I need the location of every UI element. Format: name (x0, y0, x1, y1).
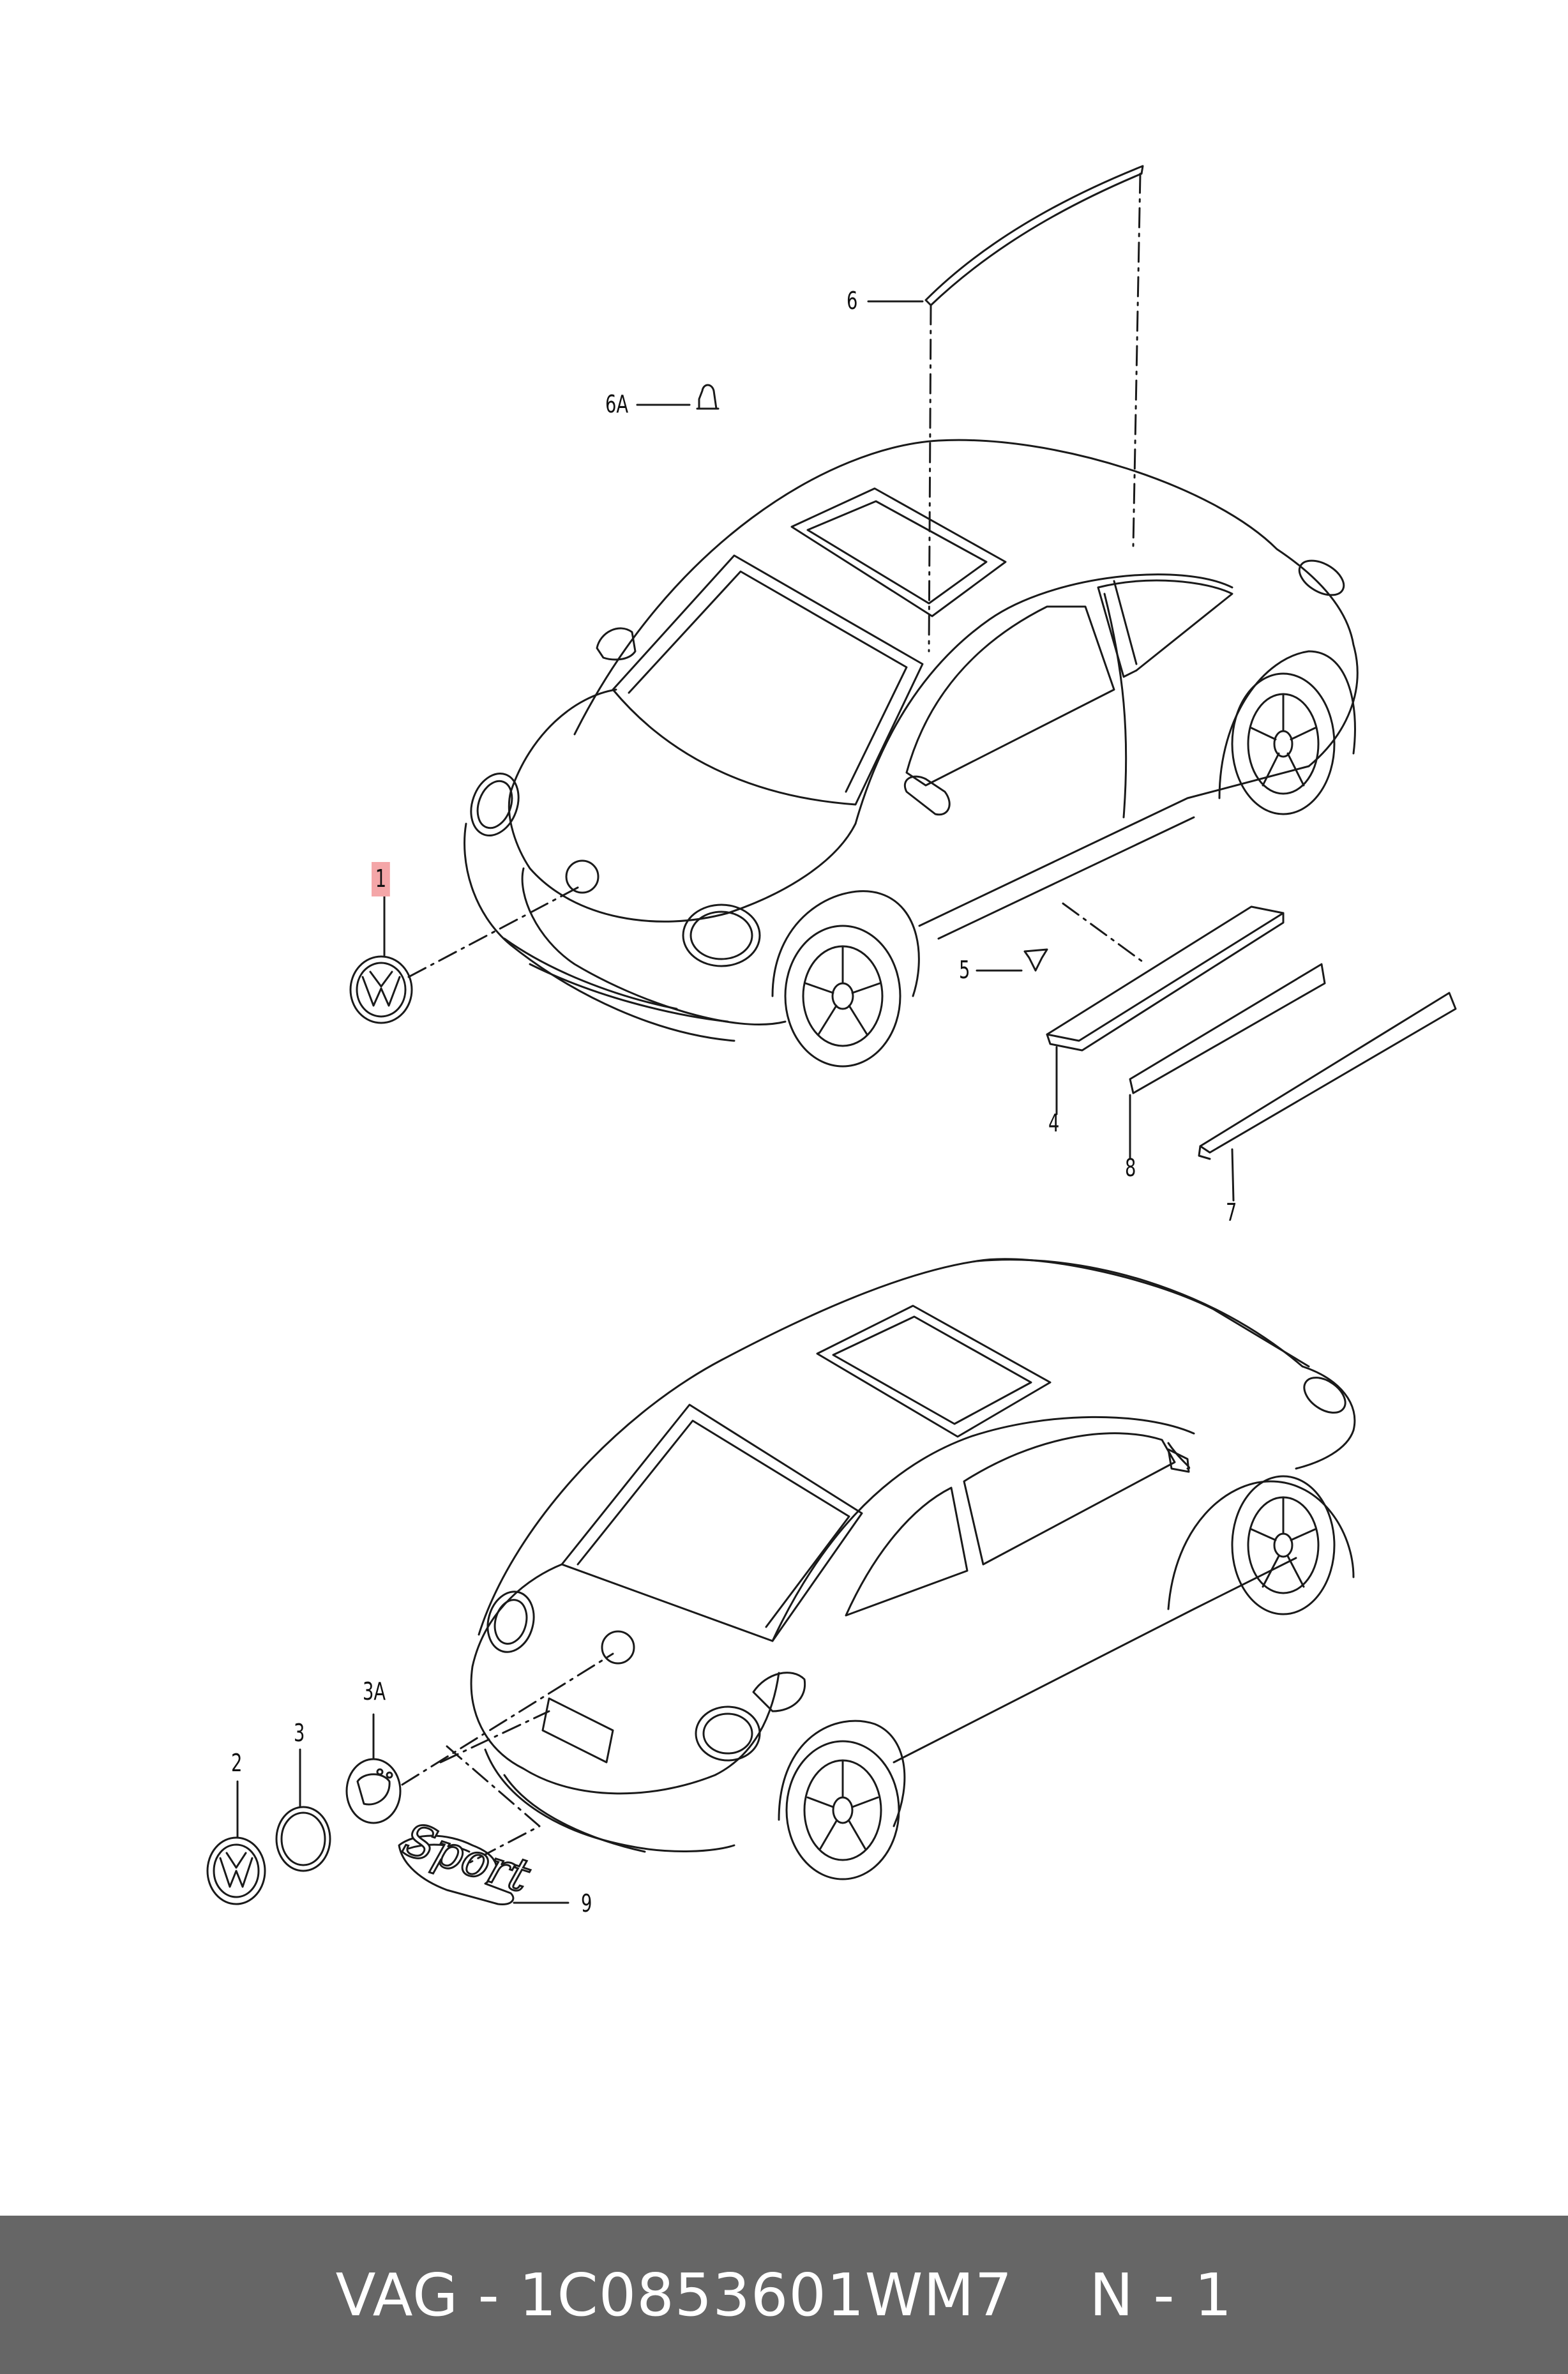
clip-6a (696, 384, 720, 410)
footer-bar: VAG - 1C0853601WM7 N - 1 (0, 2216, 1568, 2374)
side-sill-trim-8 (1129, 963, 1326, 1094)
sport-badge-lettering: Sport (397, 1812, 537, 1903)
part-number: VAG - 1C0853601WM7 (335, 2260, 1013, 2329)
rear-vw-emblem (206, 1836, 266, 1905)
emblem-ring-3 (275, 1806, 331, 1872)
callout-7: 7 (1226, 1198, 1237, 1227)
callout-2: 2 (231, 1749, 243, 1777)
sport-badge (398, 1834, 515, 1906)
callout-3a: 3A (363, 1677, 386, 1705)
bottom-car-body (470, 1258, 1356, 1880)
emblem-carrier-3a (345, 1758, 402, 1824)
callout-5: 5 (959, 956, 970, 984)
callout-4: 4 (1048, 1109, 1060, 1137)
callout-6: 6 (847, 287, 858, 315)
roof-trim-strip (924, 165, 1144, 306)
callout-8: 8 (1125, 1154, 1136, 1182)
callout-6a: 6A (605, 390, 629, 418)
callout-3: 3 (294, 1719, 305, 1747)
callout-1: 1 (372, 862, 390, 896)
side-sill-trim-7 (1198, 992, 1457, 1160)
clip-5 (1023, 948, 1048, 972)
parts-diagram: Sport (206, 165, 1457, 1906)
side-sill-trim-4 (1046, 905, 1285, 1052)
callout-9: 9 (581, 1889, 592, 1917)
front-vw-emblem (349, 955, 413, 1024)
top-car-body (464, 439, 1359, 1068)
page-indicator: N - 1 (1089, 2260, 1233, 2329)
